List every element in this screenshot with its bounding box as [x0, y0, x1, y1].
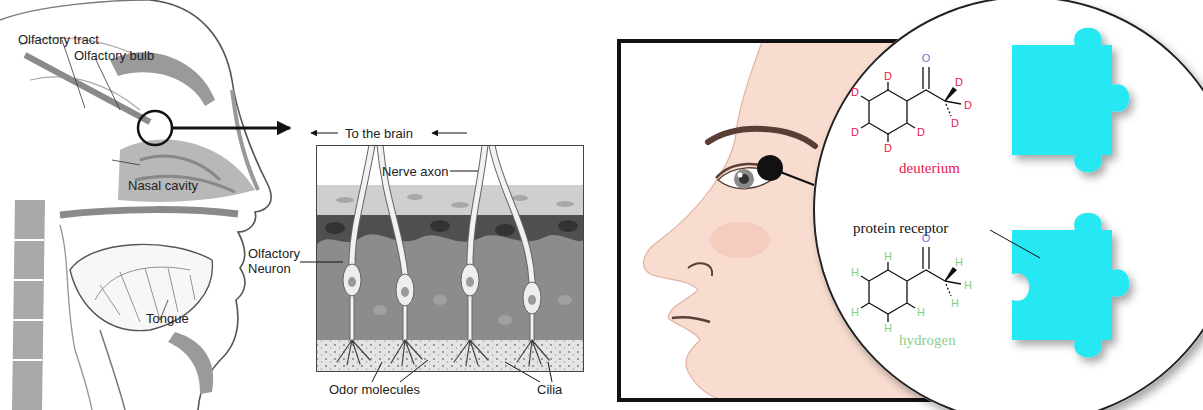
atom-label: D: [964, 99, 972, 111]
atom-label: O: [922, 52, 931, 64]
puzzle-pieces: [1012, 28, 1129, 358]
atom-label: H: [884, 322, 892, 334]
part-label: Nerve axon: [382, 164, 448, 179]
zoom-circle: deuterium protein receptor hydrogen: [813, 0, 1203, 410]
epithelium-panel: [316, 145, 584, 372]
leader-lines: [300, 133, 552, 382]
atom-label: H: [851, 306, 859, 318]
atom-label: D: [955, 76, 963, 88]
part-label: To the brain: [345, 126, 413, 141]
head-section: [0, 0, 290, 410]
atom-label: D: [884, 142, 892, 154]
atom-label: H: [964, 279, 972, 291]
part-label: Olfactory Neuron: [248, 246, 310, 276]
part-label: Olfactory bulb: [74, 48, 154, 63]
part-label: Tongue: [146, 311, 189, 326]
atom-label: H: [917, 306, 925, 318]
atom-label: H: [851, 266, 859, 278]
receptor-leader: [990, 230, 1040, 258]
part-label: Olfactory tract: [18, 32, 99, 47]
isotope-label: deuterium: [899, 160, 960, 177]
atom-label: D: [884, 70, 892, 82]
atom-label: H: [884, 250, 892, 262]
receptor-label: protein receptor: [853, 220, 948, 237]
part-label: Cilia: [537, 382, 562, 397]
atom-label: D: [917, 126, 925, 138]
part-label: Nasal cavity: [128, 178, 198, 193]
epithelium-box: Nerve axon: [316, 145, 584, 372]
part-label: Odor molecules: [329, 382, 420, 397]
atom-label: D: [851, 86, 859, 98]
zoom-background: [813, 0, 1203, 410]
atom-label: O: [922, 232, 931, 244]
isotope-label: hydrogen: [899, 332, 956, 349]
deuterated-molecule: [861, 67, 961, 142]
hydrogen-molecule: [861, 247, 961, 322]
atom-label: D: [851, 126, 859, 138]
atom-label: D: [951, 117, 959, 129]
atom-label: H: [951, 297, 959, 309]
atom-label: H: [955, 256, 963, 268]
